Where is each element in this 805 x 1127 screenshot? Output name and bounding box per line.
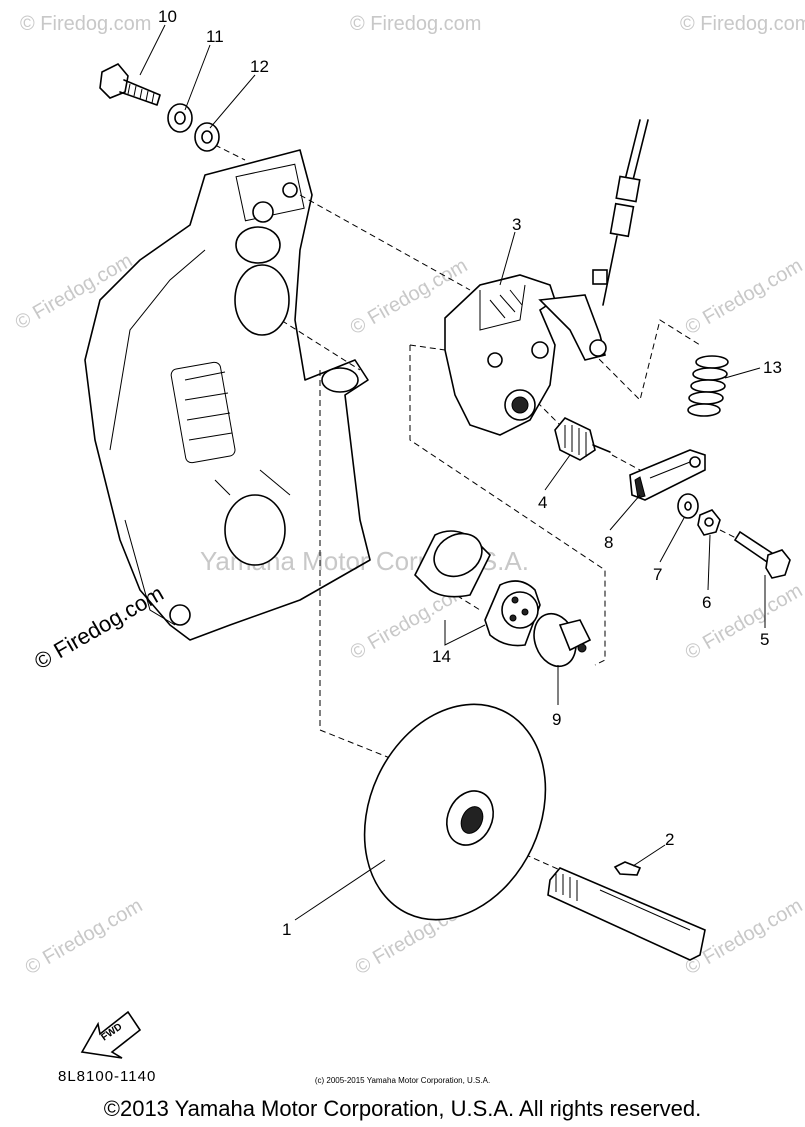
callout-4: 4 <box>538 493 547 512</box>
nut-6 <box>697 509 721 536</box>
spring-13 <box>687 355 729 417</box>
crankcase-outline <box>84 149 371 641</box>
washer-12 <box>194 122 220 152</box>
sheave-disc-1 <box>363 703 547 921</box>
callout-1: 1 <box>282 920 291 939</box>
callout-9: 9 <box>552 710 561 729</box>
piston-pair-14 <box>414 530 541 647</box>
drive-shaft <box>547 867 706 961</box>
callout-10: 10 <box>158 7 177 26</box>
small-copyright: (c) 2005-2015 Yamaha Motor Corporation, … <box>314 1076 491 1085</box>
watermark-text: © Firedog.com <box>22 895 147 980</box>
callout-11: 11 <box>206 27 224 46</box>
assembly-guide-lines <box>214 144 741 871</box>
watermark-text: © Firedog.com <box>350 13 481 35</box>
housing-part-3 <box>444 274 607 436</box>
watermark-text: © Firedog.com <box>682 580 805 665</box>
callout-leaders <box>139 24 766 921</box>
part-number: 8L8100-1140 <box>58 1068 157 1085</box>
watermark-text: © Firedog.com <box>20 13 151 35</box>
key-2 <box>613 861 642 876</box>
copyright-notice: ©2013 Yamaha Motor Corporation, U.S.A. A… <box>103 1096 702 1121</box>
throttle-cable <box>592 119 649 306</box>
callout-13: 13 <box>763 358 782 377</box>
callout-7: 7 <box>653 565 662 584</box>
cap-9 <box>533 612 592 668</box>
worm-gear-4 <box>554 417 611 461</box>
callout-14: 14 <box>432 647 451 666</box>
bolt-5 <box>733 530 791 579</box>
lever-8 <box>629 449 706 501</box>
callout-12: 12 <box>250 57 269 76</box>
watermark-text: © Firedog.com <box>682 255 805 340</box>
callout-3: 3 <box>512 215 521 234</box>
callout-5: 5 <box>760 630 769 649</box>
callout-labels: 10 11 12 3 13 4 8 7 6 5 14 9 1 2 <box>158 7 782 939</box>
lock-washer-11 <box>167 103 193 133</box>
watermark-text: © Firedog.com <box>12 250 137 335</box>
callout-8: 8 <box>604 533 613 552</box>
watermark-dark-text: © Firedog.com <box>30 580 168 674</box>
callout-6: 6 <box>702 593 711 612</box>
watermark-text: © Firedog.com <box>680 13 805 35</box>
bolt-10 <box>99 63 161 106</box>
washer-7 <box>677 493 699 519</box>
forward-direction-arrow: FWD <box>80 1010 142 1059</box>
callout-2: 2 <box>665 830 674 849</box>
